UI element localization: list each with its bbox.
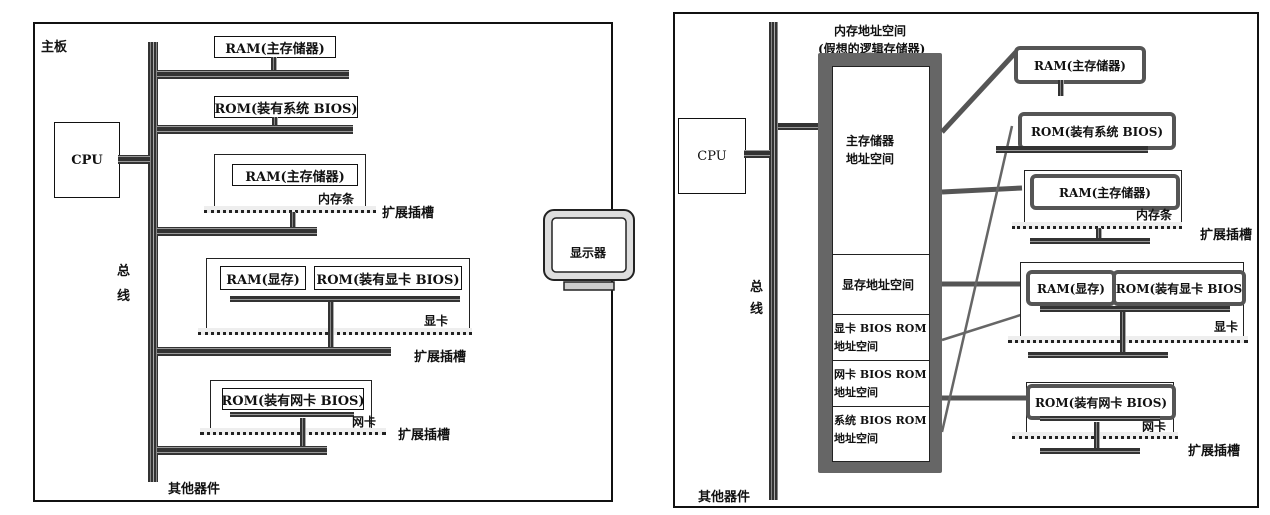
segment-divider-1 [832, 254, 930, 255]
right-bus-label-2: 线 [750, 302, 764, 317]
right-bus-label-1: 总 [750, 280, 764, 295]
segment-divider-3 [832, 360, 930, 361]
ram-module-chip: RAM(主存储器) [232, 164, 358, 186]
segment-nic-bios-1: 网卡 BIOS ROM [834, 368, 927, 381]
right-system-bus [769, 22, 778, 500]
right-network-card-label: 网卡 [1142, 420, 1167, 434]
memory-address-space [832, 66, 930, 462]
bus-label-2: 线 [117, 289, 131, 304]
right-memory-module-bus [1030, 238, 1150, 244]
right-cpu-connector [744, 150, 770, 158]
address-space-title: 内存地址空间 [834, 24, 907, 38]
motherboard-label: 主板 [41, 40, 68, 55]
other-devices-label: 其他器件 [168, 482, 221, 497]
video-card-label: 显卡 [424, 314, 449, 328]
rom-system-bios-chip: ROM(装有系统 BIOS) [214, 96, 358, 118]
segment-divider-4 [832, 406, 930, 407]
segment-video-bios-2: 地址空间 [834, 340, 878, 353]
right-memory-module-lead [1096, 228, 1102, 244]
monitor-label: 显示器 [570, 246, 607, 260]
ram-main-lead [271, 57, 277, 75]
network-card-label: 网卡 [352, 415, 377, 429]
map-line-memory-module [941, 185, 1023, 195]
right-rom-system-bios-chip: ROM(装有系统 BIOS) [1018, 112, 1176, 150]
segment-nic-bios-2: 地址空间 [834, 386, 878, 399]
monitor [540, 208, 638, 298]
right-cpu-box: CPU [678, 118, 746, 194]
system-bus [148, 42, 158, 482]
segment-main-memory-2: 地址空间 [846, 152, 895, 166]
video-slot [198, 328, 472, 335]
right-video-lead [1120, 312, 1126, 356]
address-space-subtitle: (假想的逻辑存储器) [818, 42, 926, 56]
segment-divider-2 [832, 314, 930, 315]
right-nic-bus [1040, 448, 1140, 454]
right-ram-module-chip: RAM(主存储器) [1030, 174, 1180, 210]
rom-system-bus-line [157, 125, 353, 134]
segment-system-bios-2: 地址空间 [834, 432, 878, 445]
right-slot-label-1: 扩展插槽 [1200, 228, 1253, 243]
ram-video-chip: RAM(显存) [220, 266, 306, 290]
right-rom-system-bus [996, 146, 1148, 153]
right-nic-internal-bus [1040, 416, 1160, 421]
nic-lead [300, 418, 306, 448]
segment-main-memory-1: 主存储器 [846, 134, 895, 148]
memory-module-lead [290, 212, 296, 230]
right-other-devices-label: 其他器件 [698, 490, 751, 505]
rom-system-lead [272, 117, 278, 129]
segment-system-bios-1: 系统 BIOS ROM [834, 414, 927, 427]
right-video-slot [1008, 336, 1248, 343]
slot-label-3: 扩展插槽 [398, 428, 451, 443]
slot-label-1: 扩展插槽 [382, 206, 435, 221]
cpu-bus-connector [118, 155, 150, 164]
right-video-internal-bus [1040, 306, 1230, 312]
right-slot-label-2: 扩展插槽 [1188, 444, 1241, 459]
right-video-bus [1028, 352, 1168, 358]
slot-label-2: 扩展插槽 [414, 350, 467, 365]
video-card-lead [328, 302, 334, 350]
segment-video-bios-1: 显卡 BIOS ROM [834, 322, 927, 335]
right-ram-main-chip: RAM(主存储器) [1014, 46, 1146, 84]
map-line-system-bios [940, 125, 1014, 433]
cpu-box: CPU [54, 122, 120, 198]
right-memory-module-label: 内存条 [1136, 208, 1173, 222]
right-ram-video-chip: RAM(显存) [1026, 270, 1116, 306]
ram-main-chip: RAM(主存储器) [214, 36, 336, 58]
video-card-internal-bus [230, 296, 460, 302]
rom-nic-bios-chip: ROM(装有网卡 BIOS) [221, 388, 365, 410]
right-nic-lead [1094, 422, 1100, 452]
map-line-main-memory [940, 50, 1018, 134]
nic-bus-line [157, 446, 327, 455]
bus-to-address-space [778, 123, 820, 130]
right-video-card-label: 显卡 [1214, 320, 1239, 334]
right-memory-slot [1012, 222, 1182, 229]
bus-label-1: 总 [117, 264, 131, 279]
memory-module-bus-line [157, 227, 317, 236]
nic-internal-bus [230, 412, 354, 417]
rom-video-bios-chip: ROM(装有显卡 BIOS) [314, 266, 462, 290]
ram-main-bus-line [157, 70, 349, 79]
video-card-bus-line [157, 347, 391, 356]
right-rom-nic-bios-chip: ROM(装有网卡 BIOS) [1026, 384, 1176, 420]
right-rom-video-bios-chip: ROM(装有显卡 BIOS [1112, 270, 1246, 306]
segment-vram: 显存地址空间 [842, 278, 915, 292]
memory-slot-1 [204, 206, 376, 213]
nic-slot [200, 428, 386, 435]
memory-module-label: 内存条 [318, 192, 355, 206]
right-ram-main-lead [1058, 80, 1064, 96]
